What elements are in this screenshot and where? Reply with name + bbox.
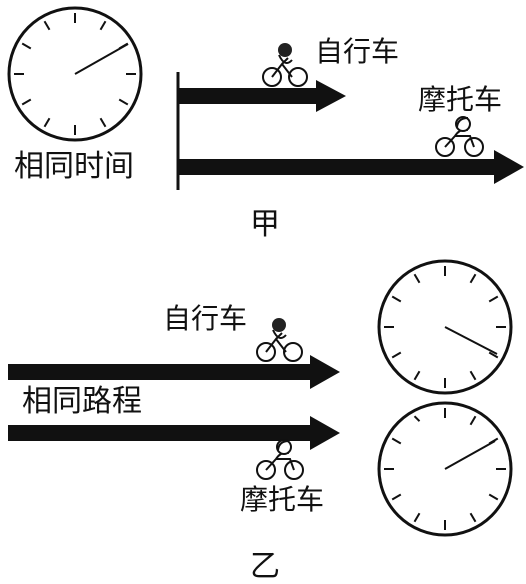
yi-clock-motorcycle bbox=[377, 401, 513, 537]
yi-bicycle-arrow bbox=[8, 355, 340, 389]
jia-clock bbox=[7, 6, 143, 142]
yi-motorcycle-arrow bbox=[8, 416, 340, 450]
jia-motorcycle-icon bbox=[435, 116, 484, 157]
jia-clock-ticks bbox=[14, 13, 136, 135]
yi-clock-bicycle-hand bbox=[444, 326, 498, 355]
yi-clock-motorcycle-hand bbox=[444, 440, 496, 470]
yi-clock-bicycle bbox=[377, 259, 513, 395]
yi-motorcycle-label: 摩托车 bbox=[240, 483, 325, 516]
jia-clock-caption: 相同时间 bbox=[14, 149, 134, 184]
jia-clock-hand bbox=[74, 43, 129, 75]
yi-bicycle-label: 自行车 bbox=[163, 302, 248, 335]
yi-motorcycle-icon bbox=[256, 439, 304, 480]
jia-motorcycle-arrow bbox=[178, 150, 524, 184]
jia-bicycle-arrow bbox=[178, 80, 346, 112]
yi-panel-label: 乙 bbox=[250, 549, 280, 584]
jia-panel-label: 甲 bbox=[250, 207, 280, 242]
yi-distance-caption: 相同路程 bbox=[22, 384, 142, 419]
jia-motorcycle-label: 摩托车 bbox=[418, 83, 503, 116]
jia-bicycle-label: 自行车 bbox=[315, 35, 400, 68]
yi-bicycle-icon bbox=[256, 318, 303, 362]
jia-bicycle-icon bbox=[262, 43, 308, 87]
